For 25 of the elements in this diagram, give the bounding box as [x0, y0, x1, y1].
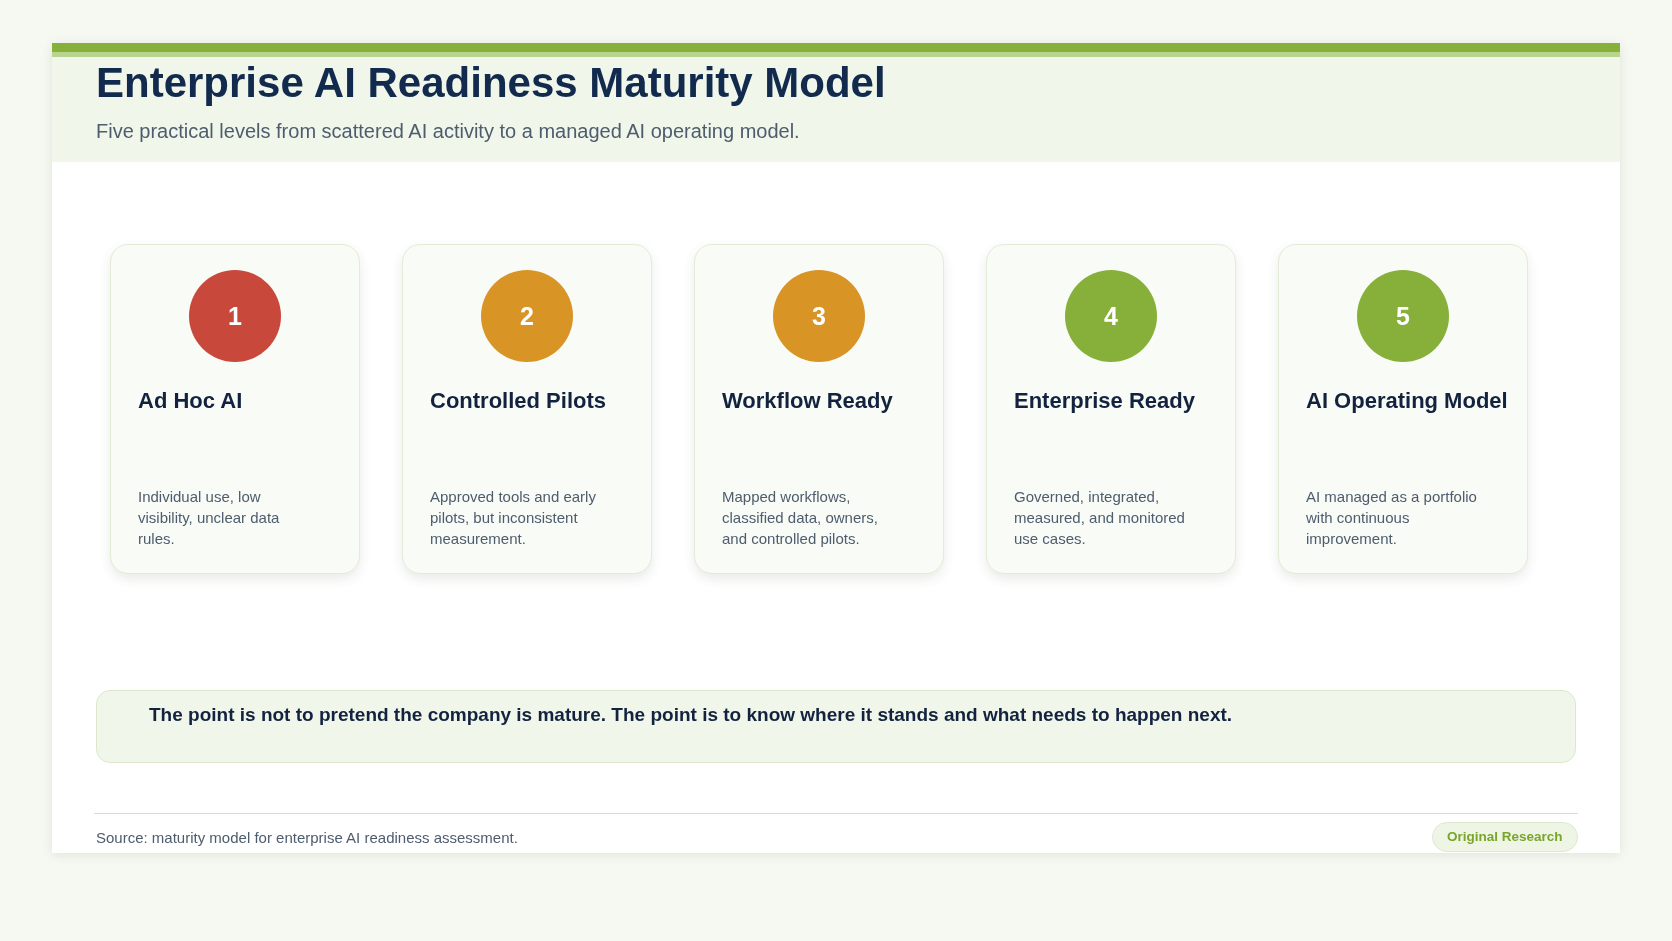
level-number-circle: 4: [1065, 270, 1157, 362]
quote-banner: The point is not to pretend the company is mature. The point is to know where it stands and what needs to happen next.: [96, 690, 1576, 763]
level-description: Approved tools and early pilots, but inconsistent measurement.: [430, 487, 597, 549]
level-card: [110, 244, 360, 574]
level-heading: Enterprise Ready: [1014, 388, 1195, 414]
level-card: [402, 244, 652, 574]
level-card: [1278, 244, 1528, 574]
level-number-circle: 2: [481, 270, 573, 362]
title: Enterprise AI Readiness Maturity Model: [96, 58, 886, 108]
level-number-circle: 1: [189, 270, 281, 362]
level-card: [986, 244, 1236, 574]
level-description: Mapped workflows, classified data, owners, and controlled pilots.: [722, 487, 879, 549]
level-description: Individual use, low visibility, unclear data rules.: [138, 487, 281, 549]
level-heading: Workflow Ready: [722, 388, 893, 414]
level-description: AI managed as a portfolio with continuous improvement.: [1306, 487, 1478, 549]
level-number-circle: 5: [1357, 270, 1449, 362]
level-heading: AI Operating Model: [1306, 388, 1508, 414]
level-heading: Controlled Pilots: [430, 388, 606, 414]
research-tag: Original Research: [1432, 822, 1578, 852]
level-number-circle: 3: [773, 270, 865, 362]
level-heading: Ad Hoc AI: [138, 388, 243, 414]
subtitle: Five practical levels from scattered AI activity to a managed AI operating model.: [96, 119, 800, 143]
source-note: Source: maturity model for enterprise AI readiness assessment.: [96, 829, 518, 847]
level-card: [694, 244, 944, 574]
level-description: Governed, integrated, measured, and monitored use cases.: [1014, 487, 1186, 549]
